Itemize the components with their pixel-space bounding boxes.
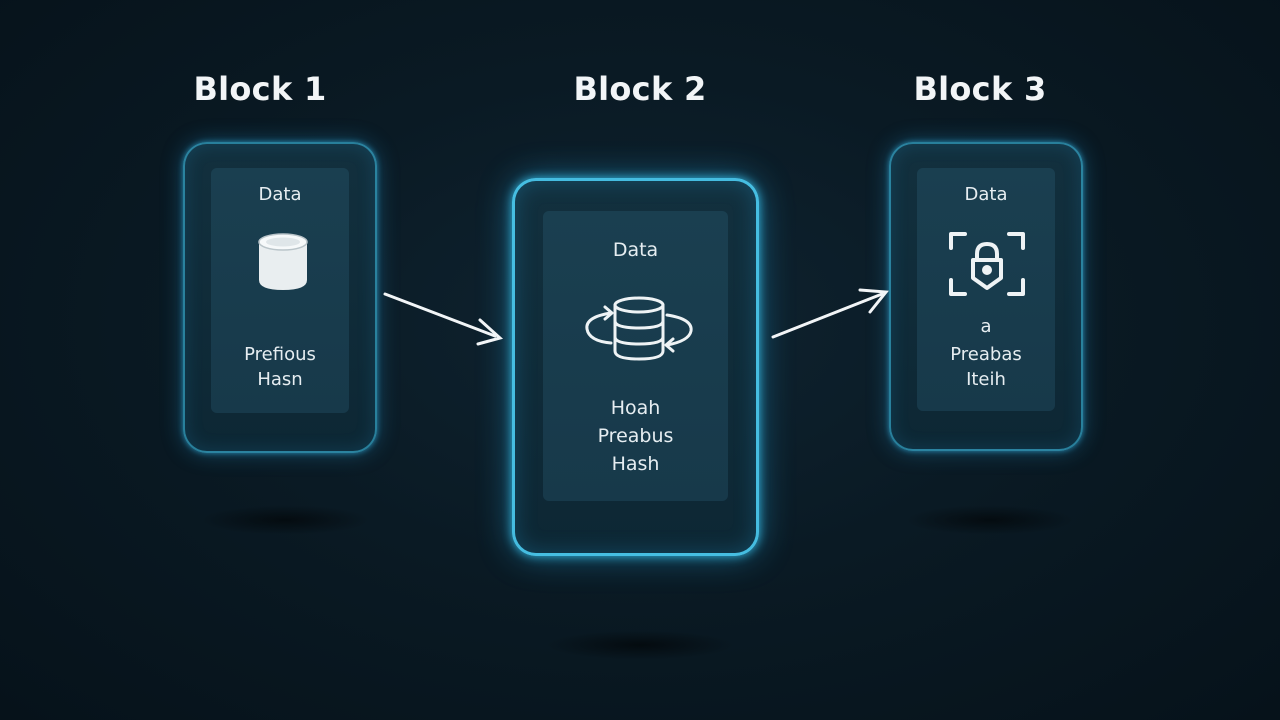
block-2-shadow [545,630,735,660]
block-1-shadow [200,505,370,535]
block-2-panel [543,211,728,501]
arrow-block-1-to-2-head [476,318,504,346]
block-3-shadow [905,505,1075,535]
block-1-card: Data Prefious Hasn [183,142,377,453]
block-3-title: Block 3 [913,70,1047,108]
block-3-line-3: Iteih [966,369,1006,390]
block-2-title: Block 2 [573,70,707,108]
block-2-data-label: Data [612,239,659,261]
block-2-card: Data Hoah Preabus Hash [512,178,759,556]
block-2-line-3: Hash [611,453,660,475]
block-1-panel [211,168,349,413]
block-1-data-label: Data [258,184,302,205]
block-3-data-label: Data [964,184,1008,205]
block-3-card: Data a Preabas Iteih [889,142,1083,451]
block-1-line-2: Hasn [257,369,303,390]
arrow-block-1-to-2 [383,292,497,338]
arrow-block-2-to-3 [771,292,884,339]
block-2-line-2: Preabus [597,425,674,447]
database-cylinder-icon [257,232,309,292]
block-3-line-2: Preabas [950,344,1022,365]
block-1-title: Block 1 [193,70,327,108]
block-1-line-1: Prefious [244,344,316,365]
database-sync-icon [581,295,697,363]
block-2-line-1: Hoah [610,397,661,419]
block-3-line-1: a [980,316,992,337]
lock-scan-icon [947,228,1027,300]
arrow-block-2-to-3-head [858,288,889,314]
